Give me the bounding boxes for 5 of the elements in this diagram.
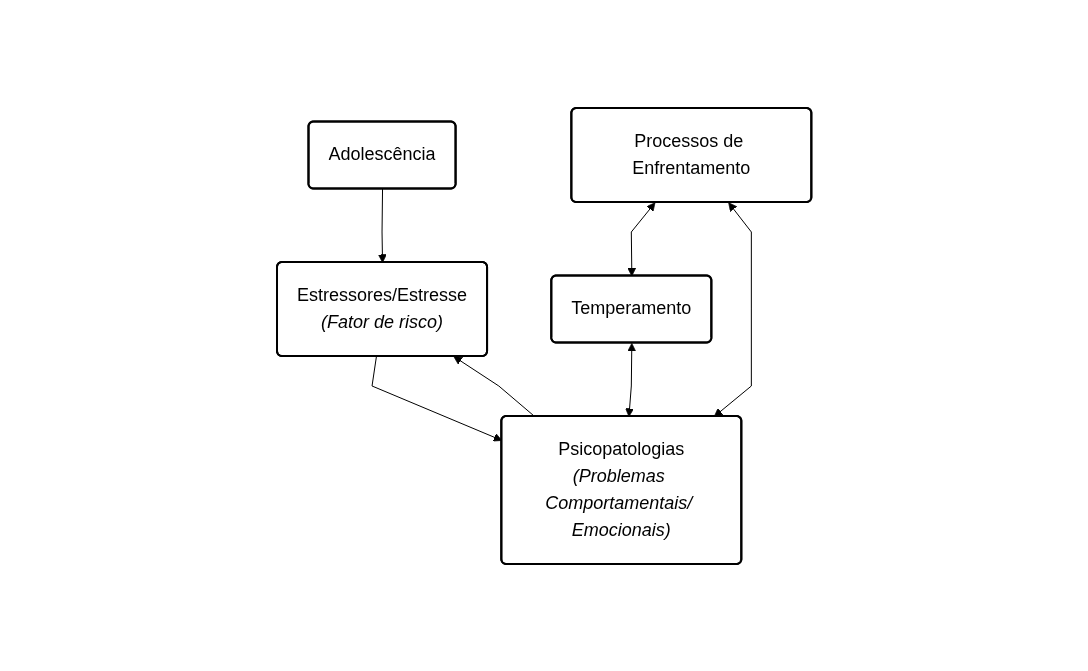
arrow xyxy=(627,201,656,276)
arrow xyxy=(625,342,636,417)
arrow xyxy=(713,201,752,417)
arrow xyxy=(453,355,535,417)
arrow xyxy=(377,188,387,263)
